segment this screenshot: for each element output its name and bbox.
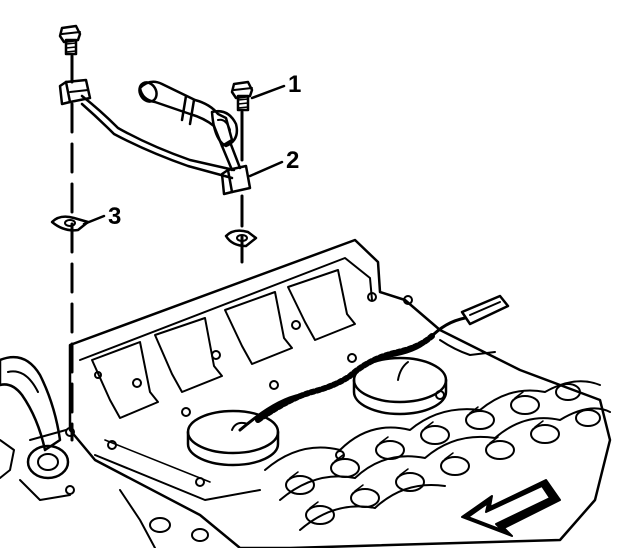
cylinder-head-assembly (0, 238, 612, 548)
callout-2: 2 (248, 147, 299, 178)
vent-line (80, 94, 236, 180)
clip-item-2 (220, 164, 252, 196)
coolant-pipe (0, 355, 209, 548)
clip-icon (58, 78, 92, 106)
callout-3-label: 3 (108, 203, 121, 230)
wiring-harness (231, 294, 510, 432)
callout-1: 1 (250, 71, 301, 100)
rocker-arms (264, 380, 611, 531)
callout-2-label: 2 (286, 147, 299, 174)
bolt-item-1 (230, 80, 254, 112)
callout-3: 3 (82, 203, 121, 230)
retainer-right (224, 229, 258, 248)
direction-arrow-icon (461, 479, 561, 537)
bolt-icon (58, 24, 82, 56)
callout-1-label: 1 (288, 71, 301, 98)
retainer-icon (50, 215, 90, 232)
hose-bracket (138, 80, 242, 172)
